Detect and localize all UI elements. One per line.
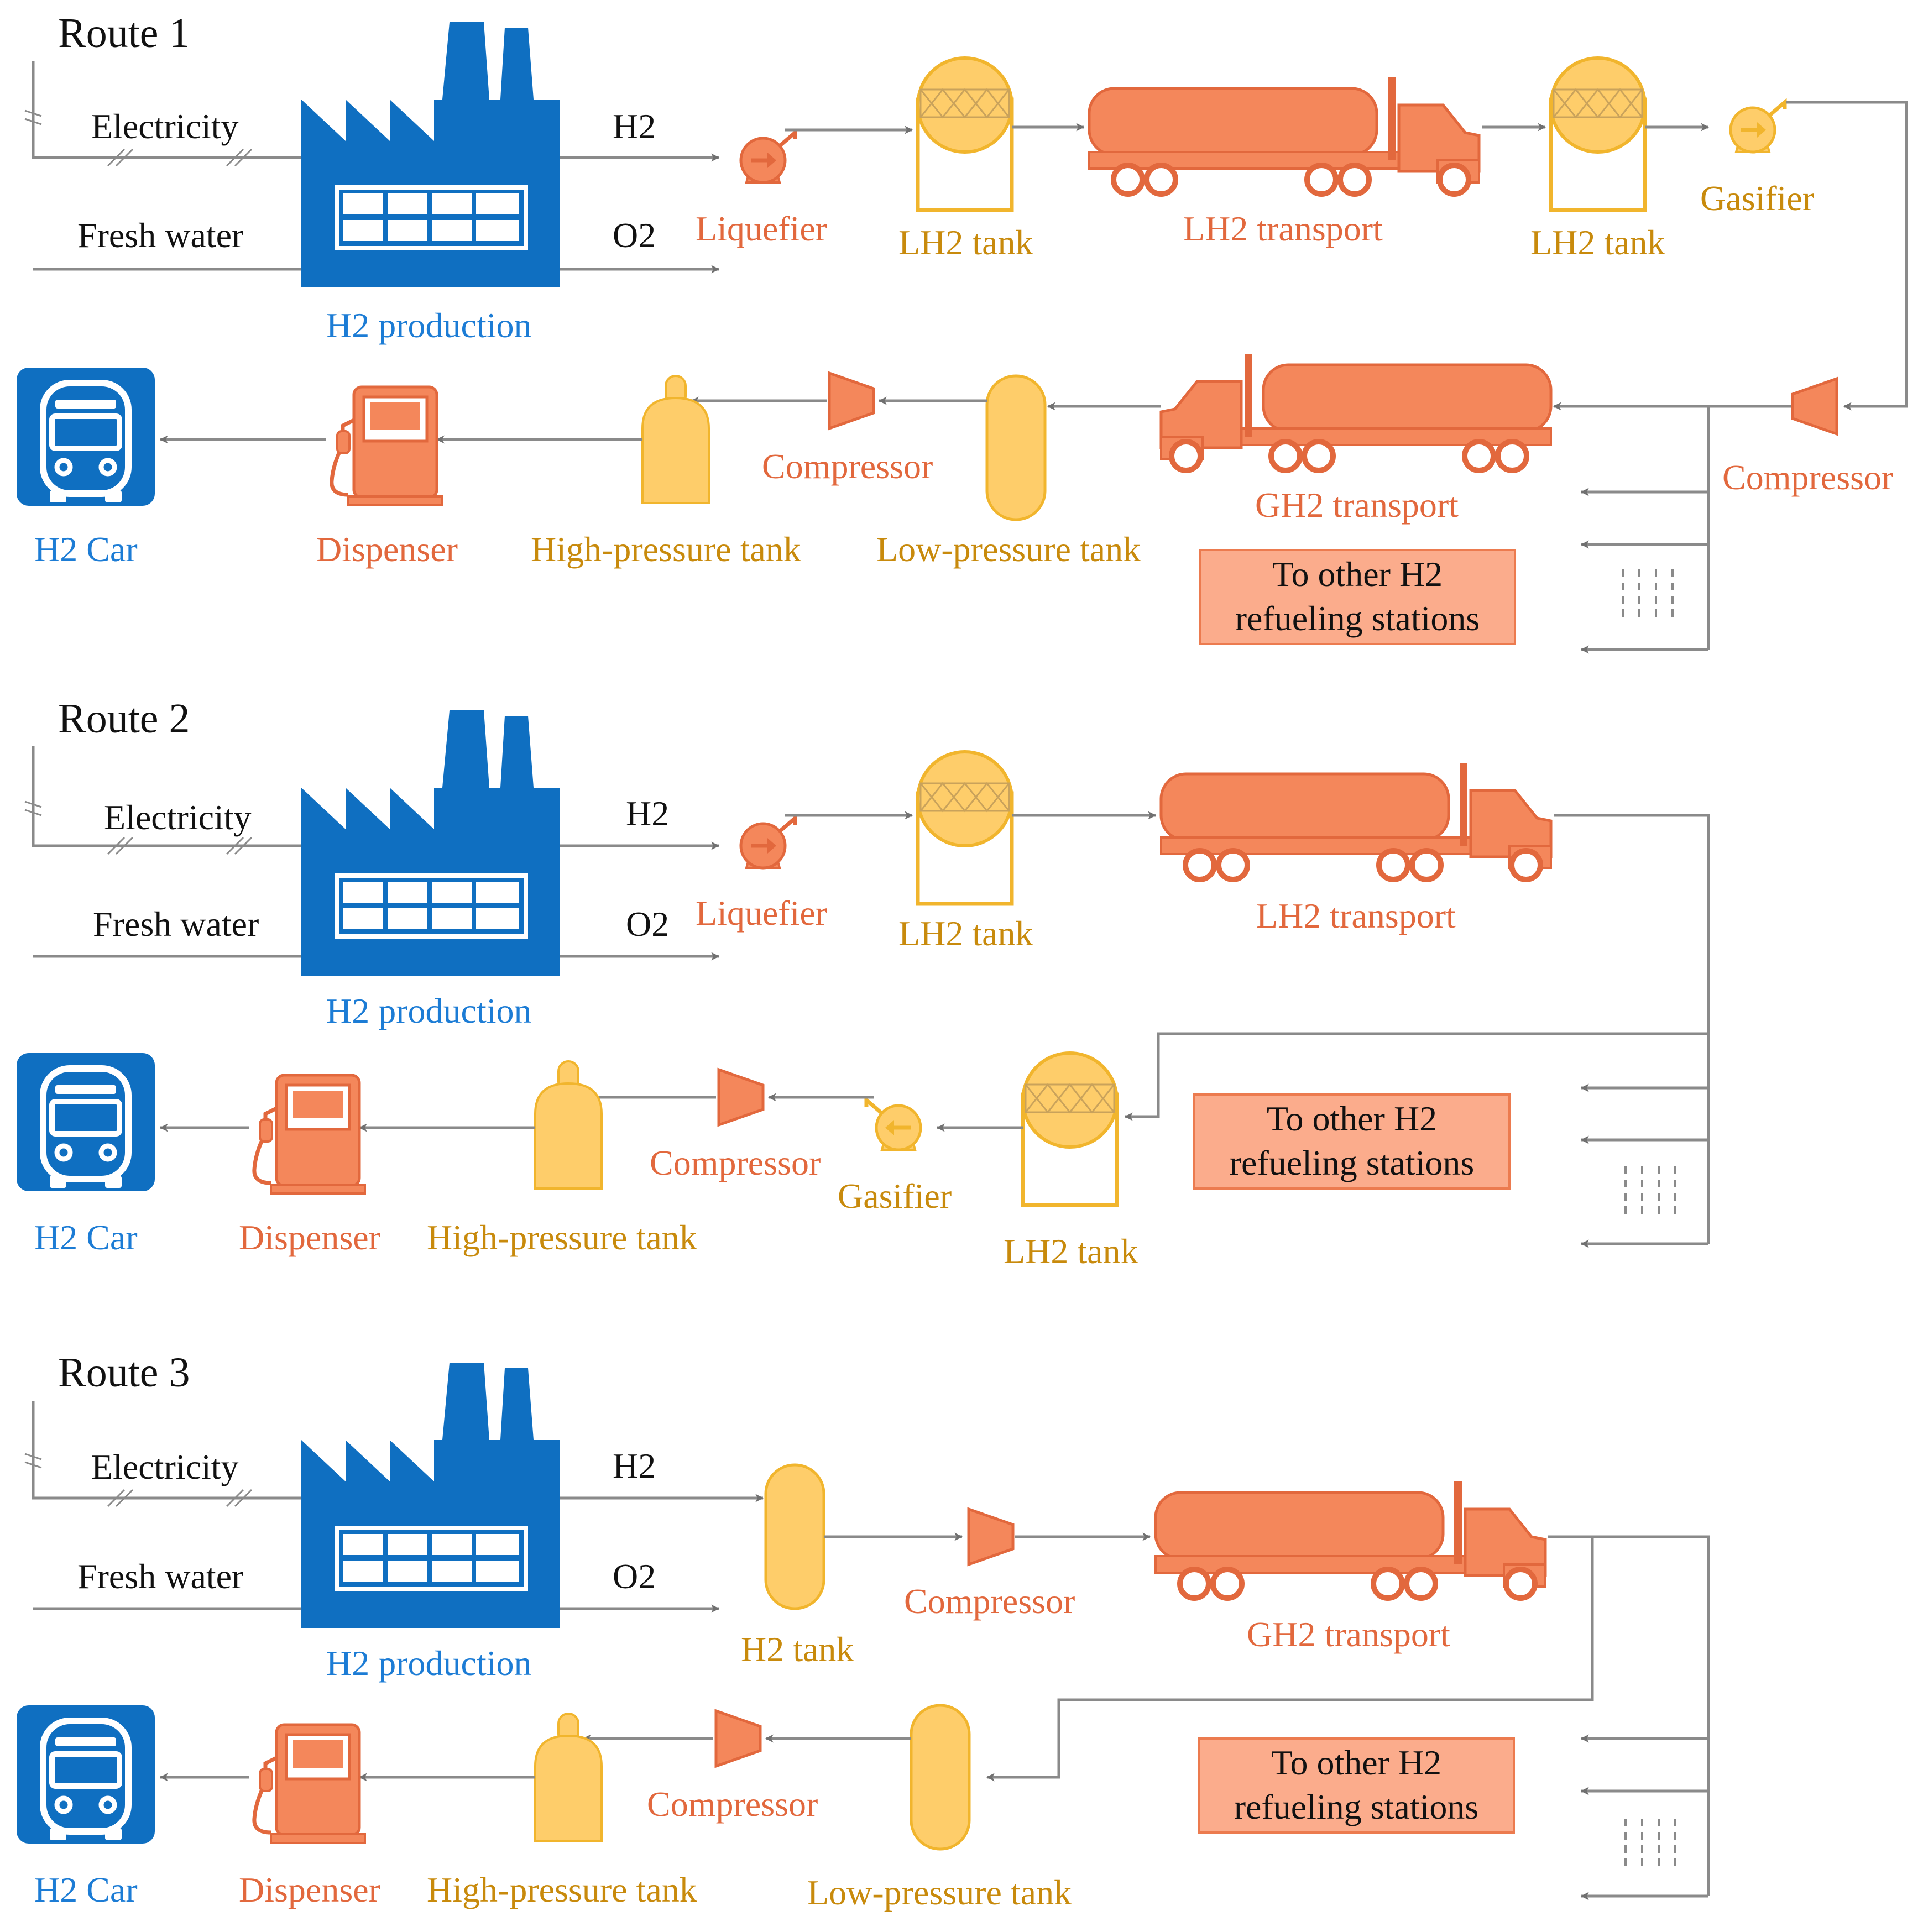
- route-title: Route 1: [58, 10, 190, 56]
- gh2-transport-truck-icon: [1161, 354, 1551, 470]
- other-stations-box: [1199, 549, 1516, 645]
- lh2-tank-icon: [918, 752, 1012, 904]
- factory-icon: [301, 710, 560, 976]
- h2-output-label: H2: [613, 107, 656, 146]
- low-pressure-tank-icon: [911, 1705, 969, 1849]
- electricity-label: Electricity: [104, 798, 252, 837]
- low-pressure-tank-label: Low-pressure tank: [807, 1873, 1072, 1912]
- high-pressure-tank-label: High-pressure tank: [427, 1218, 697, 1257]
- compressor-label: Compressor: [1722, 458, 1893, 497]
- h2-production-label: H2 production: [326, 1643, 532, 1683]
- lh2-tank-icon: [1023, 1053, 1117, 1205]
- o2-output-label: O2: [613, 216, 656, 255]
- h2-production-label: H2 production: [326, 991, 532, 1030]
- compressor-label: Compressor: [904, 1582, 1075, 1621]
- compressor-icon: [716, 1711, 760, 1766]
- gh2-transport-truck-icon: [1156, 1481, 1545, 1598]
- h2-car-label: H2 Car: [34, 1870, 138, 1909]
- compressor-label: Compressor: [650, 1143, 821, 1182]
- high-pressure-tank-icon: [641, 375, 710, 504]
- high-pressure-tank-label: High-pressure tank: [427, 1870, 697, 1909]
- factory-icon: [301, 22, 560, 287]
- h2-output-label: H2: [626, 794, 669, 833]
- route-2: Route 2 Electricity Fresh water H2 produ…: [17, 695, 1710, 1271]
- route-title: Route 3: [58, 1349, 190, 1396]
- other-stations-line-1: To other H2: [1272, 554, 1443, 594]
- high-pressure-tank-icon: [534, 1713, 603, 1842]
- lh2-tank-icon: [918, 58, 1012, 210]
- lh2-tank-icon: [1551, 58, 1645, 210]
- dispenser-icon: [254, 1075, 365, 1193]
- lh2-transport-label: LH2 transport: [1256, 896, 1456, 935]
- dispenser-label: Dispenser: [239, 1218, 380, 1257]
- compressor-label: Compressor: [762, 447, 933, 486]
- lh2-tank-label: LH2 tank: [1530, 223, 1665, 262]
- lh2-transport-truck-icon: [1161, 763, 1551, 879]
- compressor-label: Compressor: [647, 1784, 818, 1824]
- electricity-label: Electricity: [91, 107, 239, 146]
- route-1: Route 1 Electricity Fresh water H2 produ…: [17, 10, 1908, 654]
- fresh-water-label: Fresh water: [77, 1557, 243, 1596]
- dispenser-icon: [254, 1725, 365, 1843]
- liquefier-icon: [741, 133, 795, 182]
- h2-car-label: H2 Car: [34, 1218, 138, 1257]
- dispenser-label: Dispenser: [239, 1870, 380, 1909]
- gasifier-icon: [1731, 102, 1785, 152]
- gasifier-label: Gasifier: [838, 1176, 952, 1216]
- liquefier-icon: [741, 818, 795, 868]
- electricity-label: Electricity: [91, 1447, 239, 1486]
- gh2-transport-label: GH2 transport: [1255, 485, 1459, 525]
- compressor-icon: [719, 1070, 763, 1125]
- lh2-tank-label: LH2 tank: [1004, 1232, 1138, 1271]
- route-title: Route 2: [58, 695, 190, 742]
- dispenser-icon: [332, 387, 442, 505]
- lh2-transport-label: LH2 transport: [1183, 209, 1383, 248]
- high-pressure-tank-label: High-pressure tank: [531, 530, 801, 569]
- high-pressure-tank-icon: [534, 1060, 603, 1190]
- gh2-transport-label: GH2 transport: [1247, 1615, 1450, 1654]
- low-pressure-tank-icon: [987, 376, 1045, 520]
- h2-production-label: H2 production: [326, 306, 532, 345]
- fresh-water-label: Fresh water: [77, 216, 243, 255]
- liquefier-label: Liquefier: [696, 209, 827, 248]
- o2-output-label: O2: [626, 904, 669, 944]
- gasifier-label: Gasifier: [1700, 179, 1814, 218]
- gasifier-icon: [866, 1100, 921, 1150]
- fresh-water-label: Fresh water: [93, 904, 259, 944]
- other-stations-line-2: refueling stations: [1235, 599, 1480, 638]
- bus-icon: [17, 368, 155, 506]
- other-stations-line-2: refueling stations: [1234, 1787, 1479, 1826]
- bus-icon: [17, 1705, 155, 1844]
- h2-tank-label: H2 tank: [741, 1630, 854, 1669]
- low-pressure-tank-label: Low-pressure tank: [876, 530, 1141, 569]
- h2-tank-icon: [766, 1465, 824, 1609]
- h2-output-label: H2: [613, 1446, 656, 1485]
- dispenser-label: Dispenser: [316, 530, 458, 569]
- other-stations-line-1: To other H2: [1267, 1099, 1437, 1138]
- other-stations-line-2: refueling stations: [1230, 1143, 1475, 1182]
- liquefier-label: Liquefier: [696, 893, 827, 933]
- compressor-icon: [969, 1509, 1013, 1564]
- factory-icon: [301, 1363, 560, 1628]
- other-stations-line-1: To other H2: [1271, 1743, 1441, 1782]
- compressor-icon: [829, 373, 874, 428]
- lh2-transport-truck-icon: [1089, 77, 1479, 194]
- route-3: Route 3 Electricity Fresh water H2 produ…: [17, 1349, 1710, 1912]
- compressor-icon: [1793, 379, 1837, 434]
- o2-output-label: O2: [613, 1557, 656, 1596]
- h2-car-label: H2 Car: [34, 530, 138, 569]
- bus-icon: [17, 1053, 155, 1191]
- other-stations-box: [1198, 1737, 1515, 1834]
- lh2-tank-label: LH2 tank: [898, 914, 1033, 953]
- lh2-tank-label: LH2 tank: [898, 223, 1033, 262]
- other-stations-box: [1193, 1093, 1511, 1190]
